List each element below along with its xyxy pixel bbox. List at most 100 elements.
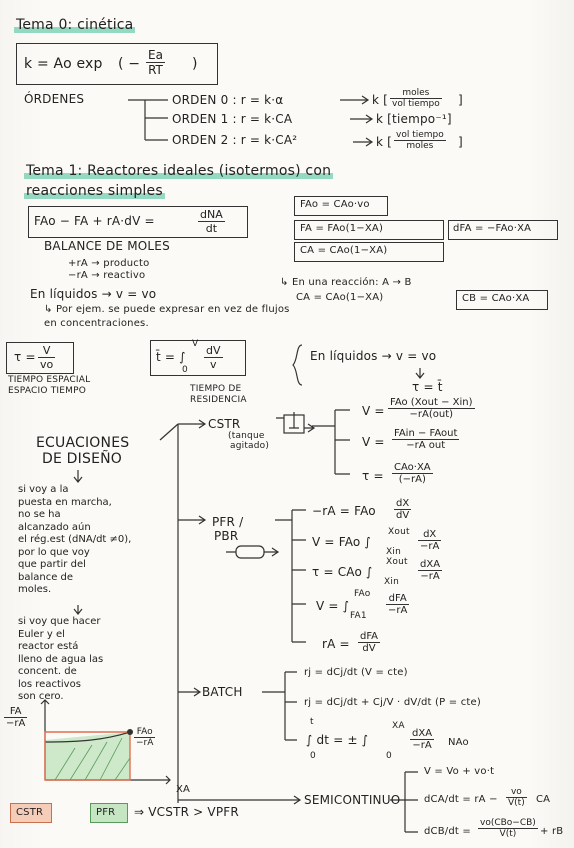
balance-label: BALANCE DE MOLES [44, 239, 170, 253]
pfr-ra2-num: dFA [358, 631, 381, 643]
semi-eq-1: V = Vo + vo·t [424, 766, 495, 777]
tema1-title-2: reacciones simples [24, 183, 165, 200]
graph-x-label: XA [176, 784, 191, 795]
batch-tail: NAo [448, 737, 469, 748]
tres-label: TIEMPO DE [190, 384, 242, 394]
batch-num: dXA [410, 728, 435, 740]
graph-y-num: FA [4, 706, 28, 718]
pbr-label: PBR [214, 529, 239, 543]
arrhenius-close: ) [192, 56, 198, 72]
graph-y-den: −rA [6, 718, 26, 729]
legend-relation: ⇒ VCSTR > VPFR [134, 805, 239, 819]
pfr-ra-fraction: dX dV [394, 498, 412, 521]
ca-eq: CA = CAo(1−XA) [300, 245, 388, 256]
pfr-t-den: −rA [420, 571, 440, 582]
arrhenius-den: RT [148, 63, 163, 77]
pfr-v-lim-bot: Xin [386, 547, 401, 557]
balance-fraction: dNA dt [198, 208, 225, 235]
liquidos-2: En líquidos → v = vo [310, 349, 437, 363]
semi-eq-3-num: vo(CBo−CB) [478, 818, 538, 829]
arrhenius-num: Ea [146, 48, 165, 63]
fao-box [294, 196, 388, 216]
reaccion: ↳ En una reacción: A → B [280, 277, 412, 288]
batch-label: BATCH [202, 685, 243, 699]
semi-eq-2-lhs: dCA/dt = rA − [424, 794, 498, 805]
orden2-unit-close: ] [458, 135, 463, 149]
pfr-label: PFR / [212, 515, 244, 529]
cstr-t-num: CAo·XA [392, 462, 433, 474]
tres-box [150, 340, 246, 376]
ecuaciones-label-2: DE DISEÑO [42, 451, 123, 467]
orden0-unit-close: ] [458, 93, 463, 107]
cstr-v2-num: FAin − FAout [392, 428, 460, 440]
cstr-v1-lhs: V = [362, 404, 385, 418]
batch-fraction: dXA −rA [410, 728, 435, 751]
legend-cstr: CSTR [16, 807, 44, 818]
cstr-t-fraction: CAo·XA (−rA) [392, 462, 433, 485]
cstr-v2-lhs: V = [362, 435, 385, 449]
pfr-v-lim-top: Xout [388, 527, 410, 537]
semi-eq-2-tail: CA [536, 794, 551, 805]
orden0-unit-k: k [ [372, 93, 389, 107]
pfr-v-num: dX [418, 529, 442, 541]
semi-eq-3-den: V(t) [499, 829, 517, 839]
orden0-unit-den: vol tiempo [392, 99, 440, 109]
semi-eq-2-num: vo [506, 787, 527, 798]
cstr-sub-2: agitado) [230, 441, 270, 451]
fao-eq: FAo = CAo·vo [300, 199, 370, 210]
tau-fraction: V vo [38, 344, 56, 371]
arrhenius-fraction: Ea RT [146, 48, 165, 77]
pfr-v2-lim-top: FAo [354, 589, 371, 599]
orden1: ORDEN 1 : r = k·CA [172, 112, 293, 126]
pfr-ra2-lhs: rA = [322, 637, 350, 651]
orden2: ORDEN 2 : r = k·CA² [172, 133, 298, 147]
orden0: ORDEN 0 : r = k·α [172, 93, 284, 107]
pfr-t-lhs: τ = CAo ∫ [312, 565, 373, 579]
liquidos-1: En líquidos → v = vo [30, 287, 157, 301]
cstr-sub: (tanque [228, 431, 265, 441]
semi-eq-2-den: V(t) [508, 798, 525, 808]
balance-box [28, 206, 248, 238]
balance-den: dt [205, 222, 218, 235]
orden2-unit-den: moles [406, 141, 434, 151]
orden1-unit: k [tiempo⁻¹] [376, 112, 452, 126]
graph-point-num: FAo [134, 727, 156, 738]
pfr-ra2-den: dV [362, 643, 376, 654]
legend-pfr: PFR [96, 807, 116, 818]
tema0-title: Tema 0: cinética [14, 17, 136, 34]
batch-lim-0b: 0 [386, 751, 392, 761]
arrhenius-box [16, 43, 218, 85]
tres-label-2: RESIDENCIA [190, 395, 247, 405]
orden2-unit-k: k [ [376, 135, 393, 149]
arrhenius-paren: ( − [118, 56, 141, 72]
tau-label-2: ESPACIO TIEMPO [8, 386, 87, 396]
tres-fraction: dV v [204, 344, 223, 371]
tres-eq-lhs: t̄ = ∫ [156, 350, 186, 364]
cstr-v1-fraction: FAo (Xout − Xin) −rA(out) [388, 397, 475, 420]
graph-point-label: FAo −rA [134, 727, 156, 748]
pfr-v2-lim-bot: FA1 [350, 611, 367, 621]
batch-den: −rA [412, 740, 432, 751]
cstr-t-den: (−rA) [398, 474, 426, 485]
semi-eq-3-tail: + rB [540, 826, 564, 837]
graph-y-label: FA −rA [4, 706, 28, 729]
balance-eq: FAo − FA + rA·dV = [34, 214, 155, 228]
semi-eq-3-lhs: dCB/dt = [424, 826, 471, 837]
fa-box [294, 220, 444, 240]
tres-lim-0: 0 [182, 365, 188, 375]
tres-lim-v: V [192, 339, 199, 349]
semi-eq-3-fraction: vo(CBo−CB) V(t) [478, 818, 538, 839]
orden0-unit-num: moles [390, 88, 442, 99]
arrhenius-lhs: k = Ao exp [24, 56, 103, 72]
tres-num: dV [204, 344, 223, 358]
note-euler: si voy que hacer Euler y el reactor está… [18, 616, 104, 702]
ca-box [294, 242, 444, 262]
cstr-v2-den: −rA out [406, 440, 446, 451]
batch-eq-3: ∫ dt = ± ∫ [306, 733, 369, 747]
tau-eq-lhs: τ = [14, 350, 36, 364]
pfr-v-den: −rA [420, 541, 440, 552]
balance-num: dNA [198, 208, 225, 222]
tema1-title: Tema 1: Reactores ideales (isotermos) co… [24, 163, 334, 180]
pfr-ra-num: dX [394, 498, 412, 510]
